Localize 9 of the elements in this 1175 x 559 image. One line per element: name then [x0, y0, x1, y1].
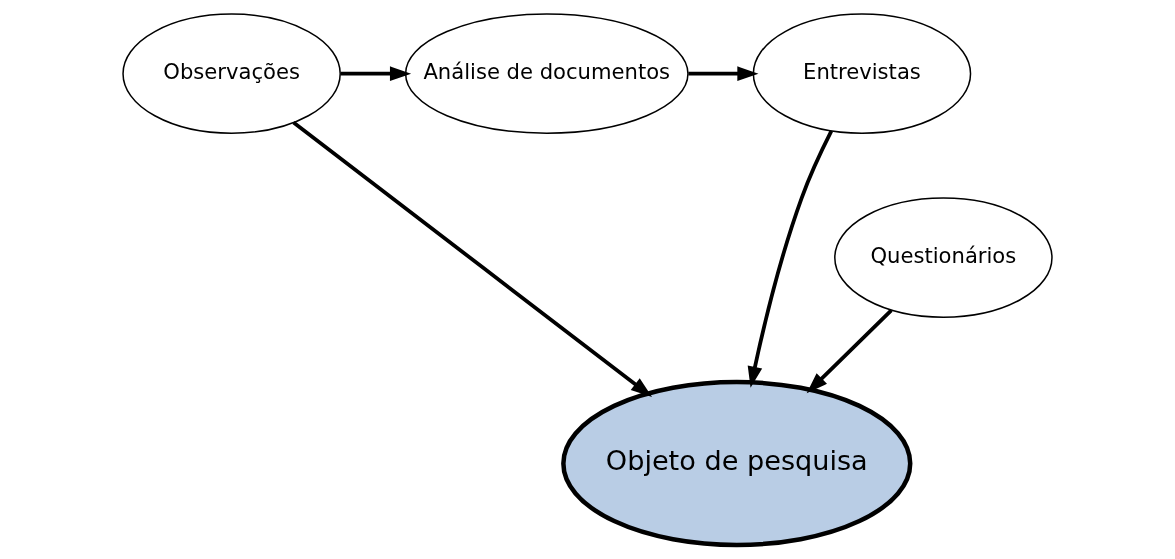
node-ellipse: Entrevistas — [752, 13, 972, 134]
arrow — [292, 121, 653, 398]
node-ellipse: Questionários — [834, 197, 1053, 318]
arrow — [747, 130, 834, 388]
arrow — [340, 66, 412, 82]
arrow — [688, 66, 759, 82]
node-ellipse: Análise de documentos — [404, 13, 689, 134]
node-ellipse: Observações — [122, 13, 341, 134]
arrow — [806, 308, 893, 394]
